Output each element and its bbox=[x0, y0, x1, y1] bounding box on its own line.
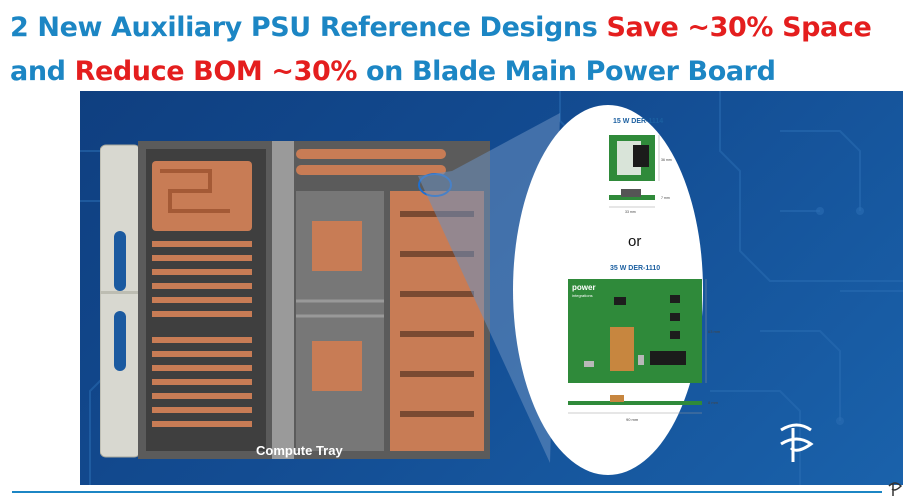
design1-board: 36 mm 7 mm 33 mm bbox=[609, 135, 672, 214]
design2-thickness-dim: 8 mm bbox=[708, 400, 719, 405]
compute-tray-illustration bbox=[100, 141, 490, 459]
title-line-1: 2 New Auxiliary PSU Reference Designs Sa… bbox=[10, 6, 905, 50]
power-integrations-logo-icon bbox=[780, 423, 814, 462]
power-integrations-mark-icon bbox=[888, 482, 903, 496]
board-brand-name: power bbox=[572, 283, 596, 292]
footer-rule bbox=[12, 491, 882, 493]
title-highlight-space: Save ~30% Space bbox=[606, 12, 872, 43]
title-highlight-bom: Reduce BOM ~30% bbox=[74, 56, 358, 87]
title-line-2: and Reduce BOM ~30% on Blade Main Power … bbox=[10, 50, 905, 94]
design1-label: 15 W DER-1114 bbox=[613, 118, 664, 125]
compute-tray-label: Compute Tray bbox=[256, 443, 343, 458]
design2-height-dim: 63 mm bbox=[708, 329, 721, 334]
design1-width-dim: 33 mm bbox=[625, 210, 636, 214]
design1-height-dim: 36 mm bbox=[661, 158, 672, 162]
title-text-2: and bbox=[10, 56, 75, 87]
title-text-1: 2 New Auxiliary PSU Reference Designs bbox=[10, 12, 607, 43]
design1-thickness-dim: 7 mm bbox=[661, 196, 670, 200]
design2-board: power integrations 63 mm 8 mm 90 mm bbox=[568, 279, 721, 422]
hero-banner: Compute Tray 15 W DER-1114 36 mm 7 mm 33… bbox=[80, 91, 903, 485]
title-text-3: on Blade Main Power Board bbox=[357, 56, 776, 87]
design2-width-dim: 90 mm bbox=[626, 417, 639, 422]
slide-title: 2 New Auxiliary PSU Reference Designs Sa… bbox=[10, 6, 905, 94]
board-brand-sub: integrations bbox=[572, 293, 593, 298]
or-separator: or bbox=[628, 233, 642, 250]
design2-label: 35 W DER-1110 bbox=[610, 265, 661, 272]
